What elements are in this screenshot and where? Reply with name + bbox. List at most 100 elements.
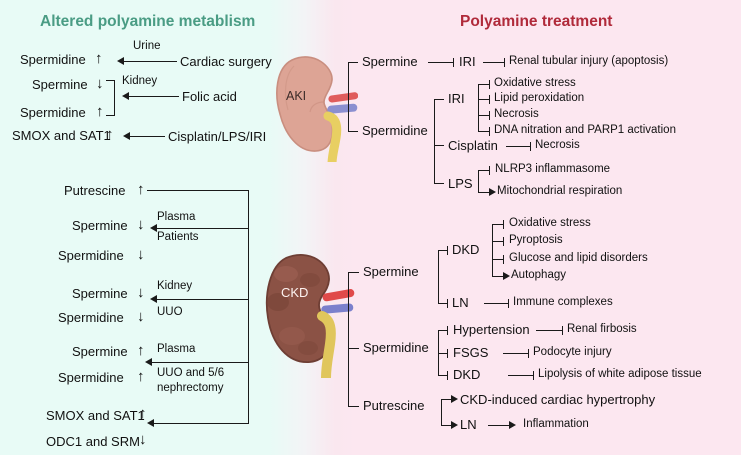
ckd-tx-tbar-fsgs-pod <box>528 349 529 358</box>
ckd-tx-main-br-1 <box>348 348 359 349</box>
ckd-dir-3: ↓ <box>137 284 145 301</box>
right-panel-background <box>352 0 741 455</box>
ckd-kidney-label: CKD <box>281 285 309 300</box>
aki-trigger-0: Cardiac surgery <box>180 54 272 69</box>
ckd-tx-effect-0-0-1: Pyroptosis <box>509 234 563 246</box>
aki-bracket-vert <box>114 80 115 116</box>
ckd-tx-effect-0-0-3: Autophagy <box>511 269 566 281</box>
aki-bracket-top <box>106 80 115 81</box>
aki-kidney <box>276 56 358 162</box>
ckd-tx-cond-2-1: LN <box>460 417 477 432</box>
aki-tx-effect-1-0-1: Lipid peroxidation <box>494 92 585 104</box>
ckd-analyte-0: Putrescine <box>64 183 126 198</box>
aki-tx-cond-1-1: Cisplatin <box>448 138 498 153</box>
ckd-tx-tbar-dkd-lip <box>533 371 534 380</box>
ckd-tx-tbar-ln-ic <box>508 299 509 308</box>
ckd-kidney <box>265 254 355 378</box>
ckd-tx-spermine-br-dkd <box>438 250 448 251</box>
ckd-tx-main-br-0 <box>348 272 359 273</box>
aki-bracket-bot <box>106 115 115 116</box>
ckd-arrowhead-3 <box>150 295 157 303</box>
aki-tx-main-bracket <box>348 62 349 132</box>
aki-arrowhead-3 <box>123 132 130 140</box>
aki-tx-iri-effect-bracket <box>478 84 479 131</box>
ckd-tx-dkd-tbar-0 <box>503 220 504 229</box>
aki-trigger-1: Folic acid <box>182 89 237 104</box>
ckd-tx-put-l0 <box>441 399 452 400</box>
ckd-branch-line-5 <box>150 362 249 363</box>
ckd-tx-main-bracket <box>348 272 349 406</box>
aki-tx-effect-1-0-0: Oxidative stress <box>494 77 576 89</box>
aki-tx-agent-0: Spermine <box>362 54 418 69</box>
aki-tx-lps-bracket <box>478 170 479 192</box>
ckd-tissue-1: Plasma <box>157 211 196 223</box>
ckd-arrowhead-7 <box>147 419 154 427</box>
right-panel-title: Polyamine treatment <box>460 13 613 30</box>
ckd-trigger-3: UUO <box>157 306 183 318</box>
ckd-tx-effect-0-0-2: Glucose and lipid disorders <box>509 252 648 264</box>
aki-tx-spermidine-br-cis <box>434 145 444 146</box>
ckd-tx-effect-0-1-0: Immune complexes <box>513 296 613 308</box>
aki-arrow-line-1 <box>127 96 179 97</box>
aki-tx-spermidine-br-lps <box>434 183 444 184</box>
ckd-tx-dkd-l2 <box>492 259 504 260</box>
aki-analyte-0: Spermidine <box>20 52 86 67</box>
ckd-tx-spd-br-0 <box>438 330 448 331</box>
ckd-branch-line-1 <box>155 228 249 229</box>
ckd-arrowhead-5 <box>145 358 152 366</box>
aki-analyte-2: Spermidine <box>20 105 86 120</box>
aki-tx-line-spermine-iri <box>428 62 454 63</box>
ckd-tx-line-ln-infl <box>488 425 510 426</box>
ckd-tx-cond-0-0: DKD <box>452 242 480 257</box>
aki-tx-effect-1-0-3: DNA nitration and PARP1 activation <box>494 124 676 136</box>
ckd-branch-line-0 <box>147 190 249 191</box>
aki-tx-cond-0-0: IRI <box>459 54 476 69</box>
ckd-tx-line-fsgs-pod <box>503 353 529 354</box>
ckd-analyte-3: Spermine <box>72 286 128 301</box>
ckd-tx-put-l1 <box>441 425 452 426</box>
left-panel-title: Altered polyamine metablism <box>40 13 256 30</box>
ckd-tx-cond-1-1: FSGS <box>453 345 489 360</box>
ckd-trigger-1: Patients <box>157 231 199 243</box>
ckd-dir-2: ↓ <box>137 246 145 263</box>
aki-tx-cond-1-0: IRI <box>448 91 465 106</box>
ckd-tx-effect-0-0-0: Oxidative stress <box>509 217 591 229</box>
ckd-tx-spermidine-bracket <box>438 330 439 375</box>
aki-tx-tbar-cis-nec <box>530 142 531 151</box>
ckd-tx-dkd-l1 <box>492 241 504 242</box>
aki-tx-effect-1-2-0: NLRP3 inflammasome <box>495 163 611 175</box>
ckd-tx-dkd-l3 <box>492 276 504 277</box>
ckd-analyte-8: ODC1 and SRM <box>46 434 140 449</box>
ckd-analyte-6: Spermidine <box>58 370 124 385</box>
ckd-analyte-2: Spermidine <box>58 248 124 263</box>
ckd-analyte-4: Spermidine <box>58 310 124 325</box>
ckd-tx-main-br-2 <box>348 406 359 407</box>
aki-tx-main-bracket-bot <box>348 131 358 132</box>
ckd-tx-spermine-br-ln <box>438 303 448 304</box>
aki-tx-spermidine-br-iri <box>434 99 444 100</box>
ckd-arrowhead-1 <box>150 224 157 232</box>
ckd-analyte-1: Spermine <box>72 218 128 233</box>
ckd-tx-tbar-ln <box>447 299 448 308</box>
ckd-tx-tbar-htn-fib <box>562 326 563 335</box>
ckd-tx-dkd-tbar-1 <box>503 237 504 246</box>
aki-tissue-0: Urine <box>133 40 161 52</box>
ckd-tx-effect-2-1-0: Inflammation <box>523 418 589 430</box>
ckd-tx-dkd-tbar-2 <box>503 255 504 264</box>
ckd-tx-tbar-htn <box>447 326 448 335</box>
aki-arrow-line-0 <box>122 61 177 62</box>
ckd-tx-dkd-effect-bracket <box>492 224 493 276</box>
ckd-dir-7: ↑ <box>139 405 147 422</box>
aki-tissue-1: Kidney <box>122 75 158 87</box>
aki-analyte-1: Spermine <box>32 77 88 92</box>
aki-tx-lps-l0 <box>478 170 490 171</box>
aki-tx-effect-1-1-0: Necrosis <box>535 139 580 151</box>
aki-analyte-3: SMOX and SAT1 <box>12 128 111 143</box>
ckd-tissue-3: Kidney <box>157 280 193 292</box>
ckd-tx-effect-1-0-0: Renal firbosis <box>567 323 637 335</box>
ckd-dir-0: ↑ <box>137 181 145 198</box>
aki-tx-iri-eff-l2 <box>478 115 490 116</box>
ckd-tx-line-htn-fib <box>536 330 563 331</box>
ckd-tx-line-ln-ic <box>484 303 509 304</box>
ckd-tx-tbar-dkd2 <box>447 371 448 380</box>
